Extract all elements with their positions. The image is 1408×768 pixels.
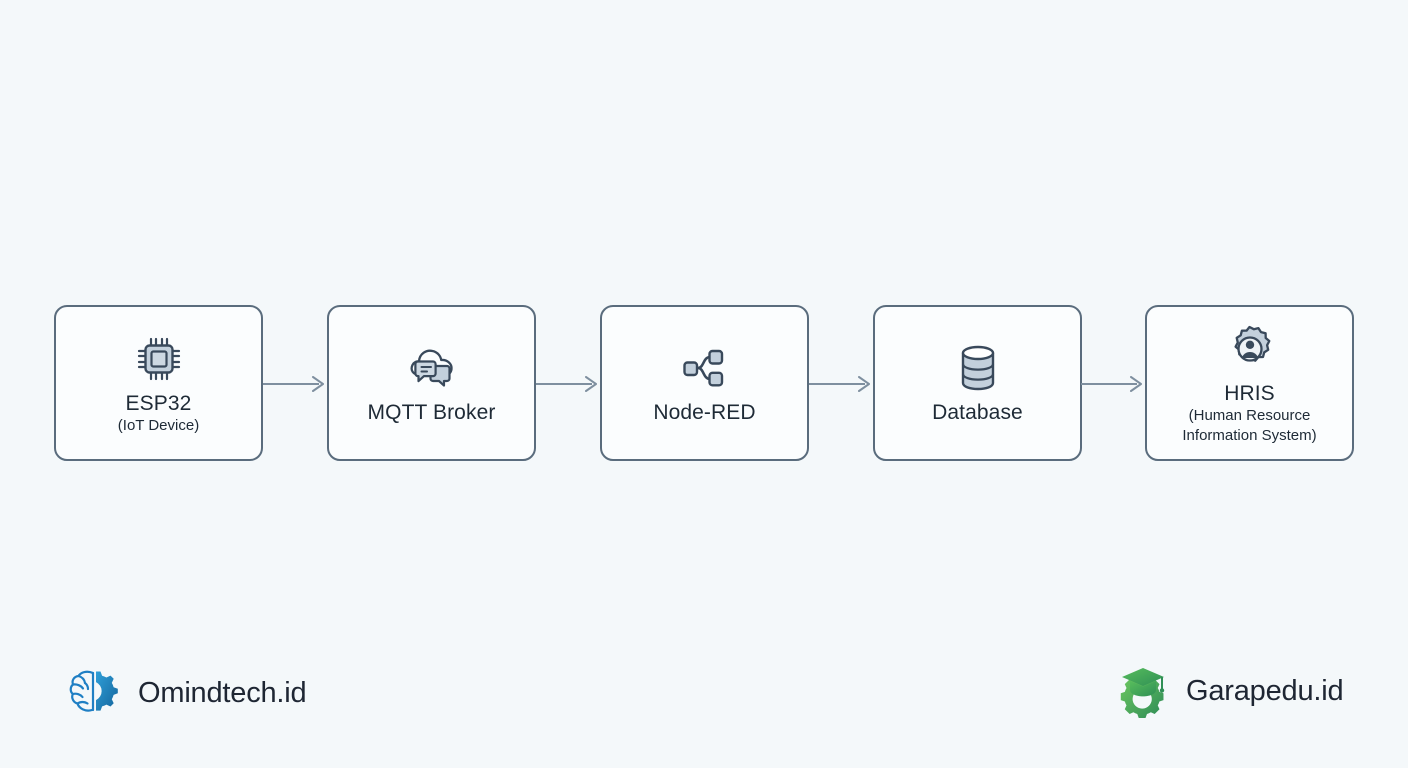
gear-person-icon xyxy=(1225,321,1275,377)
flow-row: ESP32 (IoT Device) MQTT Broker xyxy=(0,305,1408,461)
graduation-gear-icon xyxy=(1120,668,1165,719)
node-database[interactable]: Database xyxy=(873,305,1082,461)
arrow-nodered-to-database xyxy=(809,376,870,392)
logo-omindtech[interactable]: Omindtech.id xyxy=(66,664,307,722)
node-esp32-title: ESP32 xyxy=(125,391,192,415)
node-hris-subtitle-line2: Information System) xyxy=(1182,426,1317,444)
arrow-mqtt-to-nodered xyxy=(536,376,597,392)
arrow-esp32-to-mqtt xyxy=(263,376,324,392)
cloud-chat-icon xyxy=(407,340,457,396)
node-database-title: Database xyxy=(932,401,1023,425)
node-mqtt-broker-title: MQTT Broker xyxy=(367,401,496,425)
microchip-icon xyxy=(136,331,182,387)
node-mqtt-broker[interactable]: MQTT Broker xyxy=(327,305,536,461)
node-esp32-subtitle: (IoT Device) xyxy=(117,416,200,434)
node-esp32[interactable]: ESP32 (IoT Device) xyxy=(54,305,263,461)
node-node-red-title: Node-RED xyxy=(653,401,756,425)
node-hris-subtitle-line1: (Human Resource xyxy=(1188,406,1311,424)
node-hris[interactable]: HRIS (Human Resource Information System) xyxy=(1145,305,1354,461)
node-hris-title: HRIS xyxy=(1224,381,1275,405)
flow-nodes-icon xyxy=(680,340,730,396)
database-cylinder-icon xyxy=(956,340,1000,396)
node-node-red[interactable]: Node-RED xyxy=(600,305,809,461)
logo-garapedu-label: Garapedu.id xyxy=(1186,674,1344,707)
logo-garapedu[interactable]: Garapedu.id xyxy=(1114,662,1344,720)
brain-gear-icon xyxy=(69,670,118,712)
arrow-database-to-hris xyxy=(1081,376,1142,392)
logo-omindtech-label: Omindtech.id xyxy=(138,676,307,709)
